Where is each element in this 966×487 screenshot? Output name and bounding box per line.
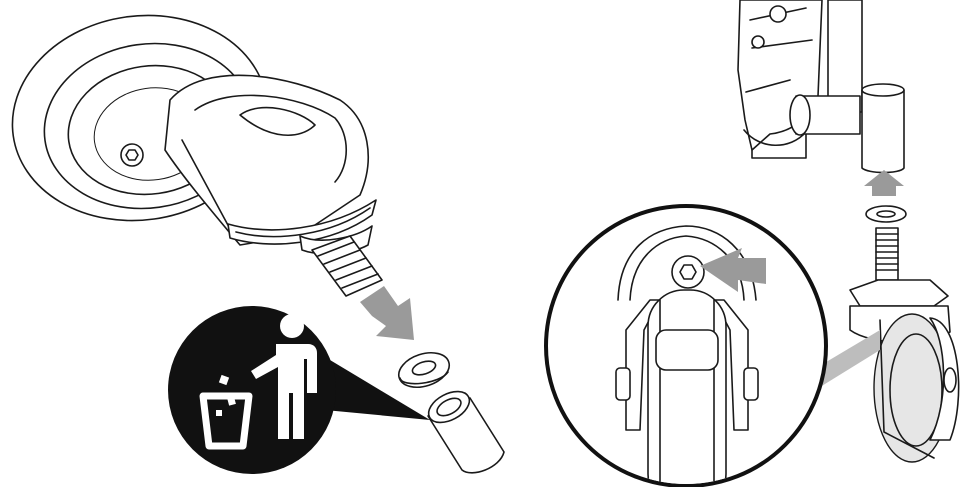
magnified-detail <box>546 206 826 487</box>
axle-bolt-icon <box>121 144 143 166</box>
hex-nut-icon <box>770 6 786 22</box>
new-lock-washer <box>866 206 906 222</box>
lock-washer <box>394 347 453 394</box>
detail-bolt-icon <box>672 256 704 288</box>
frame-leg-bracket <box>738 0 904 173</box>
arrow-up-icon <box>864 170 904 196</box>
arrow-down-right-icon <box>360 286 414 340</box>
spacer-sleeve <box>423 385 504 473</box>
dispose-icon <box>168 306 336 474</box>
old-caster-wheel-assembly <box>0 0 382 296</box>
